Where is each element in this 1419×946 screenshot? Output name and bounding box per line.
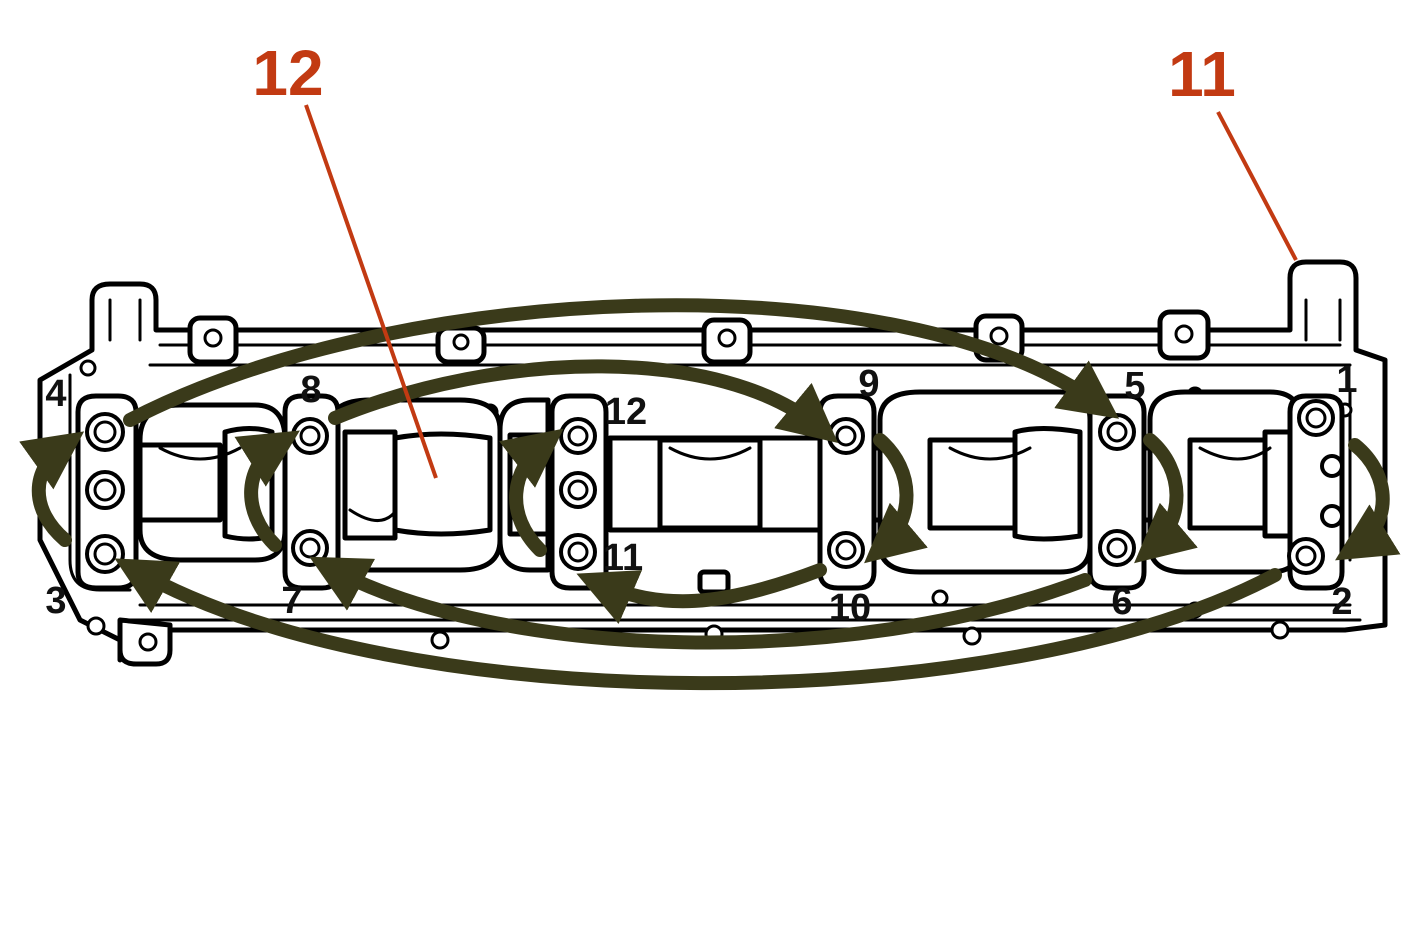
arrow-5-to-6: [1134, 433, 1198, 564]
callout-label-camshaft: 12: [252, 37, 323, 109]
sequence-label-9: 9: [858, 363, 879, 405]
sequence-label-12: 12: [605, 391, 647, 433]
sequence-label-7: 7: [281, 580, 302, 622]
arrow-4-to-5: [123, 298, 1120, 427]
sequence-label-3: 3: [45, 580, 66, 622]
arrow-9-to-10: [864, 433, 928, 564]
sequence-label-8: 8: [300, 369, 321, 411]
cap-bolts: [85, 399, 1335, 575]
callout-leader-11: [1216, 111, 1298, 261]
sequence-label-6: 6: [1111, 581, 1132, 623]
arrow-7-to-8: [234, 430, 300, 552]
arrow-6-to-7: [309, 556, 1092, 650]
callout-label-housing: 11: [1168, 38, 1236, 110]
sequence-label-2: 2: [1331, 581, 1352, 623]
tightening-sequence-arrows: [19, 298, 1401, 691]
arrow-10-to-11: [576, 563, 827, 625]
arrow-11-to-12: [499, 428, 564, 557]
arrow-2-to-3: [114, 558, 1282, 691]
arrow-1-to-2: [1335, 438, 1401, 561]
sequence-label-1: 1: [1336, 359, 1357, 401]
arrow-3-to-4: [19, 431, 85, 547]
sequence-label-10: 10: [829, 587, 871, 629]
sequence-label-4: 4: [45, 373, 66, 415]
callouts: 12 11: [252, 37, 1298, 479]
sequence-label-5: 5: [1124, 365, 1145, 407]
callout-leader-12: [304, 104, 438, 479]
sequence-labels: 1 2 3 4 5 6 7 8 9 10 11 12: [45, 359, 1357, 629]
sequence-label-11: 11: [603, 537, 643, 579]
